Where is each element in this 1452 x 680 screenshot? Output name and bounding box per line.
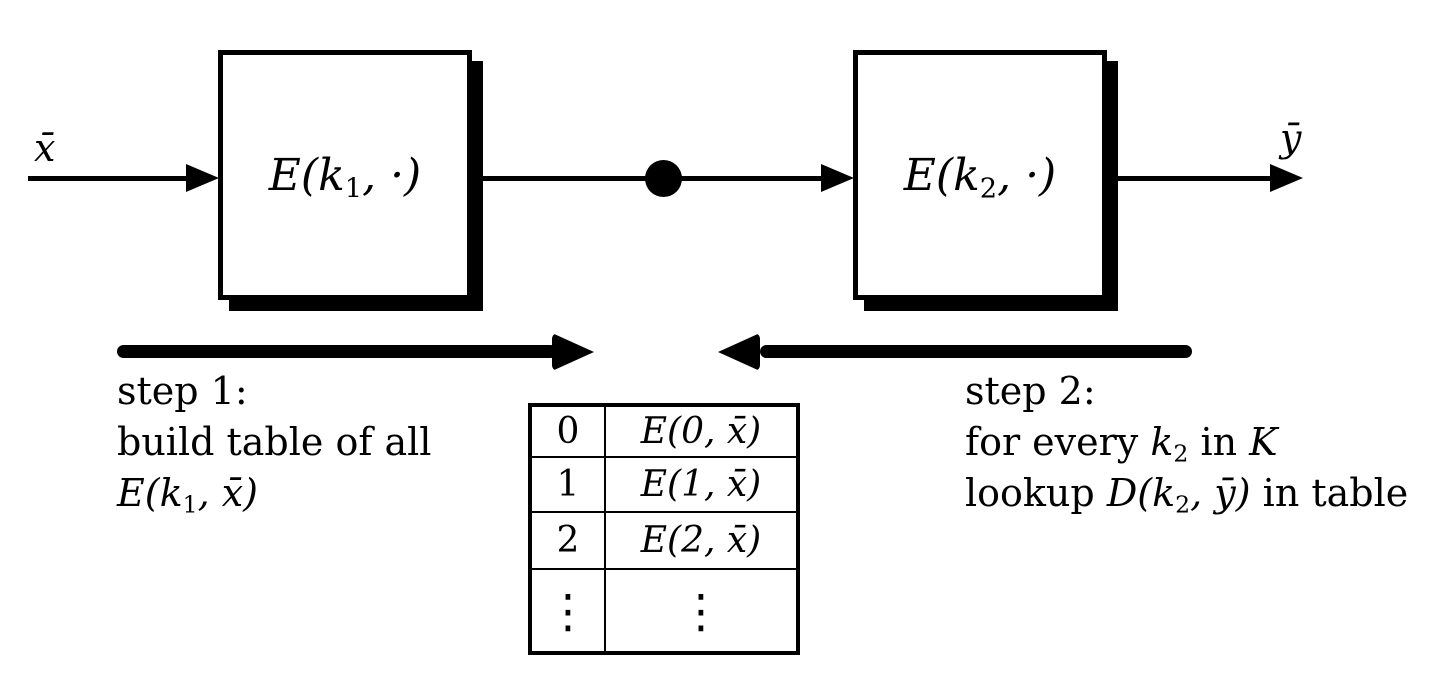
step1-line3: E(k1, x̄) [117, 471, 258, 519]
key-cell: 1 [532, 458, 606, 513]
input-signal-label: x̄ [34, 126, 56, 170]
connector-arrowhead-icon [821, 164, 854, 192]
value-cell-ellipsis: ⋮ [678, 583, 724, 638]
step1-line1: step 1: [117, 369, 248, 413]
input-arrow-line [28, 176, 188, 181]
step2-line2: for every k2 in K [965, 420, 1278, 468]
lookup-table: 0 E(0, x̄) 1 E(1, x̄) 2 E(2, x̄) ⋮ ⋮ [528, 403, 800, 655]
step2-line1: step 2: [965, 369, 1096, 413]
value-cell: E(1, x̄) [606, 458, 796, 513]
encryption-box-2-label: E(k2, ·) [903, 149, 1057, 205]
junction-dot [645, 160, 682, 197]
step1-annotation: step 1: build table of all E(k1, x̄) [117, 366, 431, 519]
step2-line3: lookup D(k2, ȳ) in table [965, 471, 1409, 519]
keyspace-symbol: K [1249, 420, 1278, 464]
step2-annotation: step 2: for every k2 in K lookup D(k2, ȳ… [965, 366, 1408, 519]
value-cell: E(2, x̄) [606, 513, 796, 570]
encryption-box-2: E(k2, ·) [853, 50, 1107, 300]
step1-arrowhead-icon [552, 333, 594, 371]
output-arrowhead-icon [1270, 164, 1303, 192]
output-signal-label: ȳ [1280, 116, 1302, 160]
step2-arrowhead-icon [718, 333, 760, 371]
output-arrow-line [1107, 176, 1271, 181]
step1-line2: build table of all [117, 420, 432, 464]
key-cell: 0 [532, 407, 606, 458]
encryption-box-1-label: E(k1, ·) [268, 149, 422, 205]
step1-arrow-line [117, 345, 557, 358]
step2-arrow-line [760, 345, 1192, 358]
key-cell-ellipsis: ⋮ [532, 570, 606, 651]
value-cell: E(0, x̄) [606, 407, 796, 458]
encryption-box-1: E(k1, ·) [218, 50, 472, 300]
input-arrowhead-icon [186, 164, 219, 192]
key-cell: 2 [532, 513, 606, 570]
